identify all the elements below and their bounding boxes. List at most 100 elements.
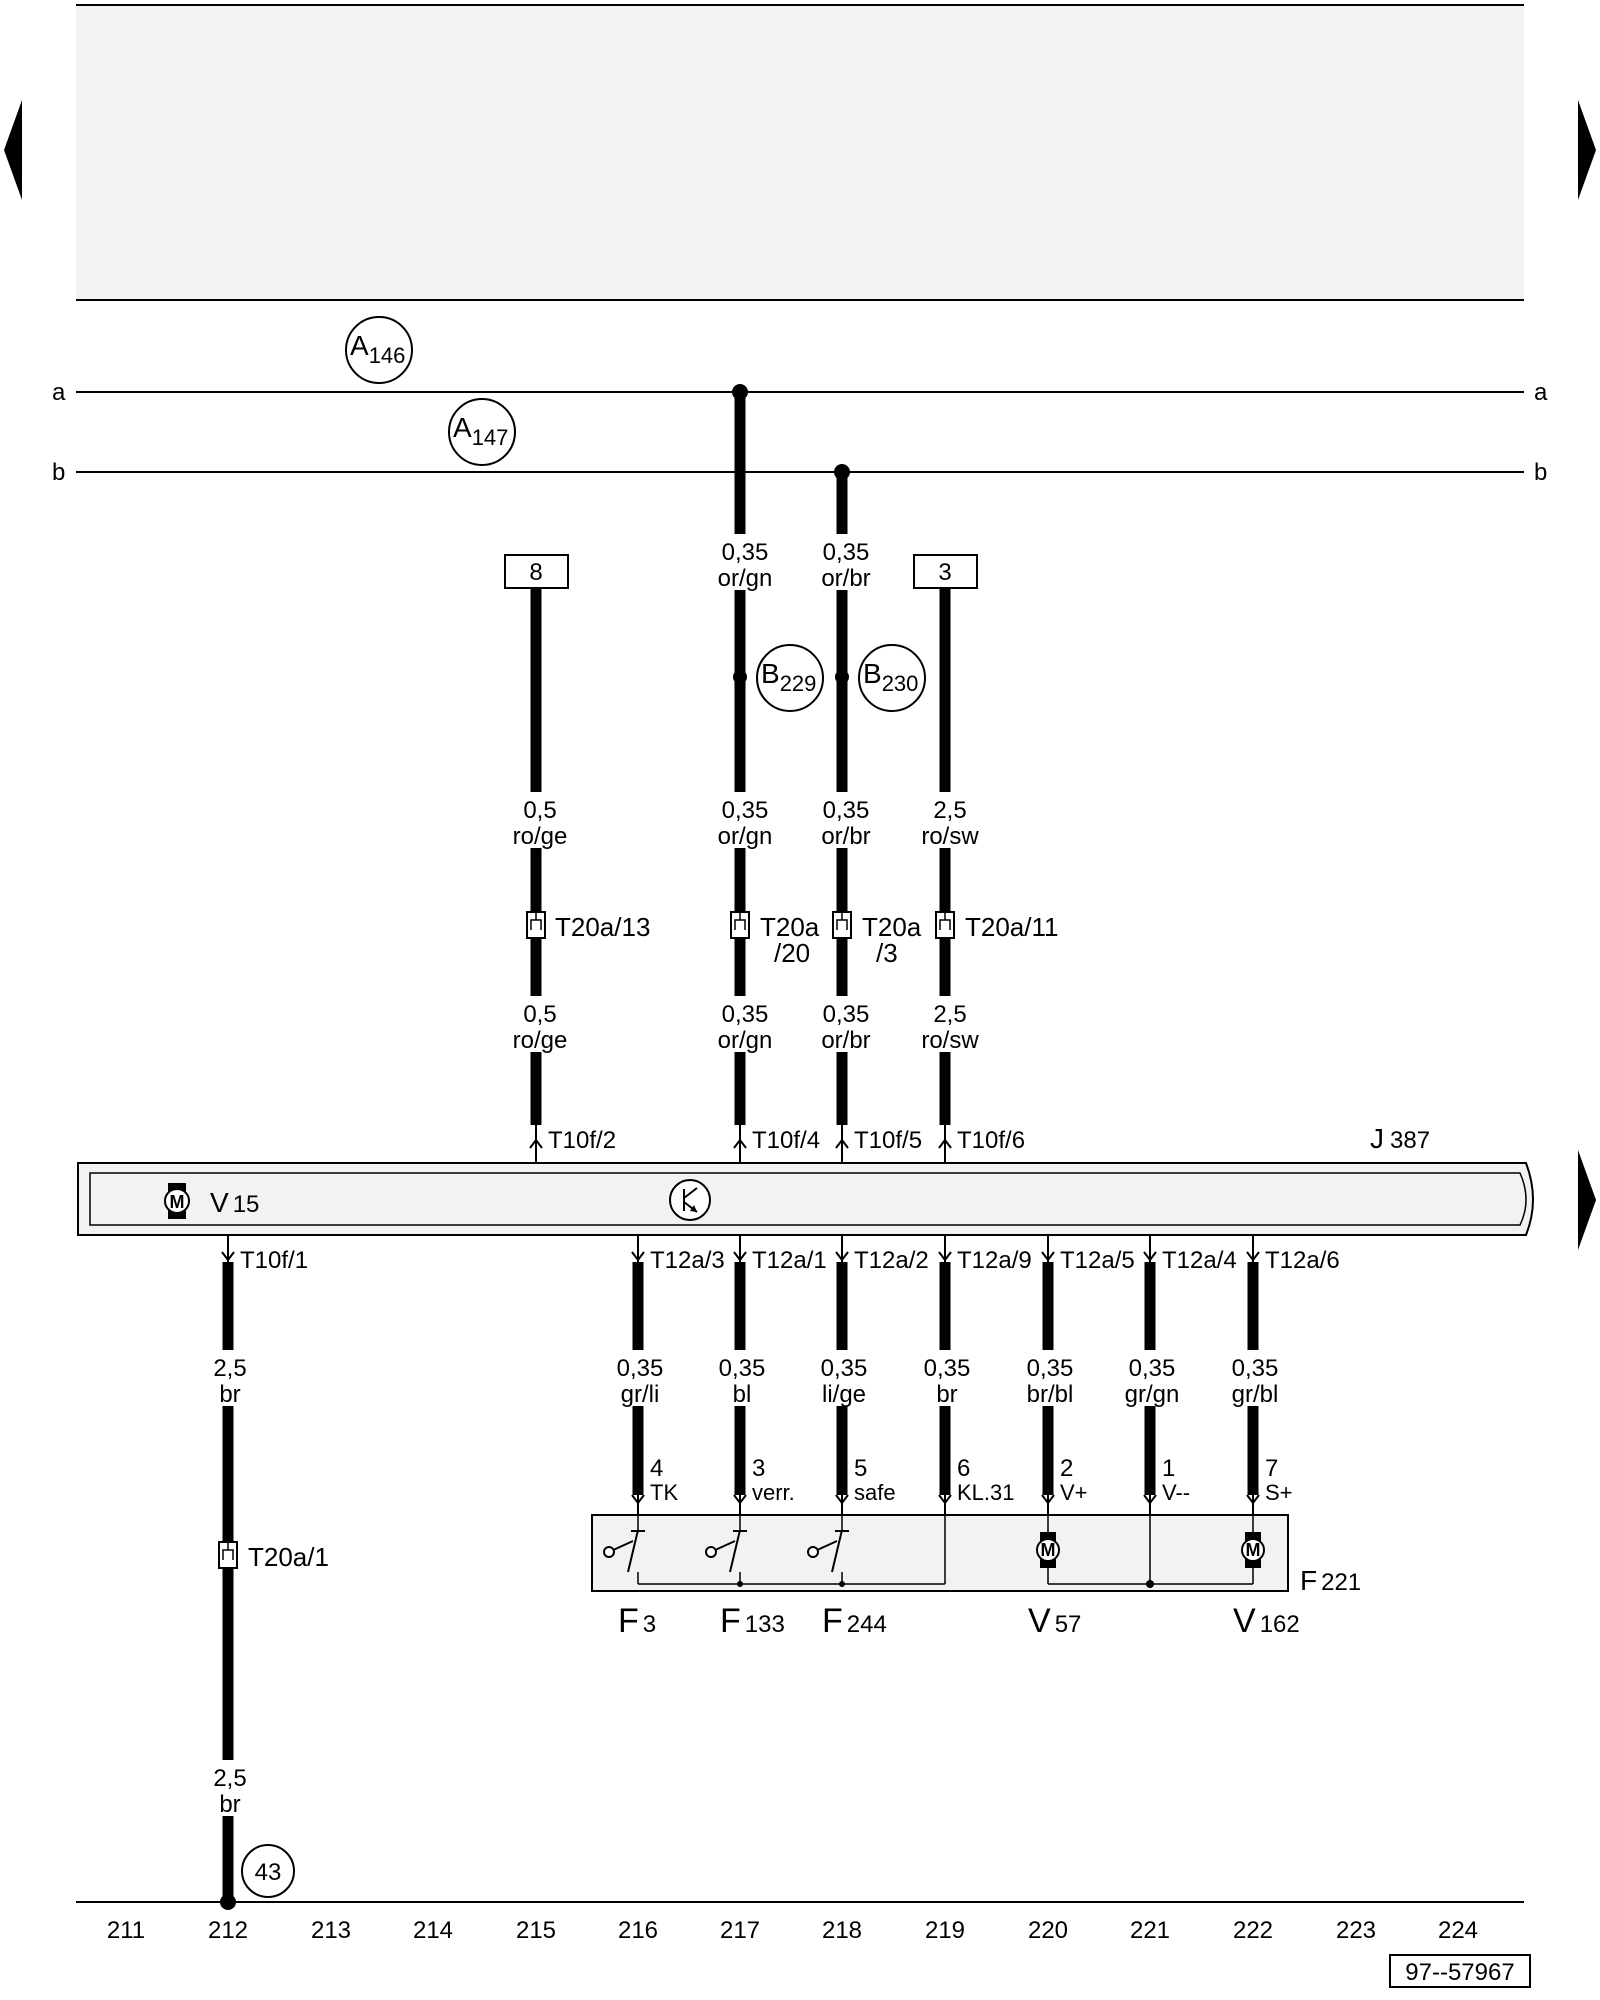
splice-dot-b230 — [835, 670, 849, 684]
lock-pin-4: 4 — [650, 1455, 663, 1482]
wire-218-upper-size: 0,35 — [823, 539, 870, 566]
ground-wire-lower-color: br — [219, 1791, 240, 1818]
track-214: 214 — [413, 1917, 453, 1944]
wire-219-mid-size: 2,5 — [933, 797, 966, 824]
track-218: 218 — [822, 1917, 862, 1944]
wire-215-mid-color: ro/ge — [513, 823, 568, 850]
motor-v57-icon: M — [1036, 1532, 1060, 1568]
wire-218-low-color: or/br — [821, 1027, 870, 1054]
connector-t20a-20-line2: /20 — [774, 938, 810, 968]
connection-b230: B230 — [858, 644, 926, 712]
wire-216-color: gr/li — [621, 1381, 660, 1408]
rail-a-left-label: a — [52, 379, 66, 406]
fuse-box-3: 3 — [913, 554, 978, 589]
wire-221-size: 0,35 — [1129, 1355, 1176, 1382]
track-222: 222 — [1233, 1917, 1273, 1944]
track-216: 216 — [618, 1917, 658, 1944]
wire-218-upper-color: or/br — [821, 565, 870, 592]
svg-text:97--57967: 97--57967 — [1405, 1959, 1514, 1986]
lock-func-splus: S+ — [1265, 1480, 1293, 1505]
svg-text:M: M — [170, 1192, 185, 1212]
lock-pin-2: 2 — [1060, 1455, 1073, 1482]
switch-f3-icon — [603, 1546, 615, 1558]
track-221: 221 — [1130, 1917, 1170, 1944]
pin-t10f-2: T10f/2 — [548, 1127, 616, 1154]
connector-t20a-20-line1: T20a — [760, 912, 820, 942]
pin-t10f-5: T10f/5 — [854, 1127, 922, 1154]
wire-219-color: br — [936, 1381, 957, 1408]
svg-text:V57: V57 — [1028, 1602, 1081, 1640]
splice-dot-b229 — [733, 670, 747, 684]
pin-t12a-1: T12a/1 — [752, 1247, 827, 1274]
ground-wire-upper-size: 2,5 — [213, 1355, 246, 1382]
connection-a147: A147 — [448, 398, 516, 466]
connector-t20a-13: T20a/13 — [555, 912, 650, 942]
lock-pin-1: 1 — [1162, 1455, 1175, 1482]
wire-220-size: 0,35 — [1027, 1355, 1074, 1382]
relay-panel-area — [76, 5, 1524, 300]
wire-218-size: 0,35 — [821, 1355, 868, 1382]
wire-217-mid-color: or/gn — [718, 823, 773, 850]
svg-text:T20a/1: T20a/1 — [248, 1542, 329, 1572]
wire-217-color: bl — [733, 1381, 752, 1408]
svg-text:V15: V15 — [210, 1187, 259, 1218]
wire-222-size: 0,35 — [1232, 1355, 1279, 1382]
connector-t20a-11: T20a/11 — [965, 912, 1058, 942]
switch-f133-icon — [705, 1546, 717, 1558]
wire-215-low-size: 0,5 — [523, 1001, 556, 1028]
pin-t10f-4: T10f/4 — [752, 1127, 820, 1154]
rail-b-left-label: b — [52, 459, 65, 486]
pin-t12a-4: T12a/4 — [1162, 1247, 1237, 1274]
wire-215-low-color: ro/ge — [513, 1027, 568, 1054]
wire-217-size: 0,35 — [719, 1355, 766, 1382]
svg-text:M: M — [1246, 1540, 1261, 1560]
wire-219-low-size: 2,5 — [933, 1001, 966, 1028]
track-numbers: 211 212 213 214 215 216 217 218 219 220 … — [107, 1917, 1478, 1944]
ground-point-43: 43 — [220, 1844, 295, 1910]
pin-t12a-3: T12a/3 — [650, 1247, 725, 1274]
track-217: 217 — [720, 1917, 760, 1944]
lock-pin-3: 3 — [752, 1455, 765, 1482]
wire-219-low-color: ro/sw — [921, 1027, 979, 1054]
lock-func-vplus: V+ — [1060, 1480, 1088, 1505]
pin-t12a-9: T12a/9 — [957, 1247, 1032, 1274]
pin-t12a-5: T12a/5 — [1060, 1247, 1135, 1274]
prev-page-arrow-icon[interactable] — [4, 100, 22, 200]
wire-219-size: 0,35 — [924, 1355, 971, 1382]
continue-arrow-icon[interactable] — [1578, 1150, 1596, 1250]
track-223: 223 — [1336, 1917, 1376, 1944]
splice-dot-a — [732, 384, 748, 400]
connector-t20a-3-line1: T20a — [862, 912, 922, 942]
connector-symbols-top — [526, 911, 955, 939]
rail-a-right-label: a — [1534, 379, 1548, 406]
next-page-arrow-icon[interactable] — [1578, 100, 1596, 200]
svg-text:B229: B229 — [761, 658, 816, 696]
ground-wire-upper-color: br — [219, 1381, 240, 1408]
wire-215-mid-size: 0,5 — [523, 797, 556, 824]
track-215: 215 — [516, 1917, 556, 1944]
track-213: 213 — [311, 1917, 351, 1944]
wire-217-upper-size: 0,35 — [722, 539, 769, 566]
track-220: 220 — [1028, 1917, 1068, 1944]
lock-func-safe: safe — [854, 1480, 896, 1505]
wire-217-low-color: or/gn — [718, 1027, 773, 1054]
wire-217-upper-color: or/gn — [718, 565, 773, 592]
wire-218-mid-color: or/br — [821, 823, 870, 850]
wire-221-color: gr/gn — [1125, 1381, 1180, 1408]
svg-text:43: 43 — [255, 1859, 282, 1886]
pin-t10f-6: T10f/6 — [957, 1127, 1025, 1154]
svg-text:8: 8 — [529, 559, 542, 586]
pin-t10f-1: T10f/1 — [240, 1247, 308, 1274]
connection-a146: A146 — [345, 316, 413, 384]
track-224: 224 — [1438, 1917, 1478, 1944]
svg-text:M: M — [1041, 1540, 1056, 1560]
lock-func-vminus: V-- — [1162, 1480, 1190, 1505]
figure-id: 97--57967 — [1389, 1954, 1531, 1988]
